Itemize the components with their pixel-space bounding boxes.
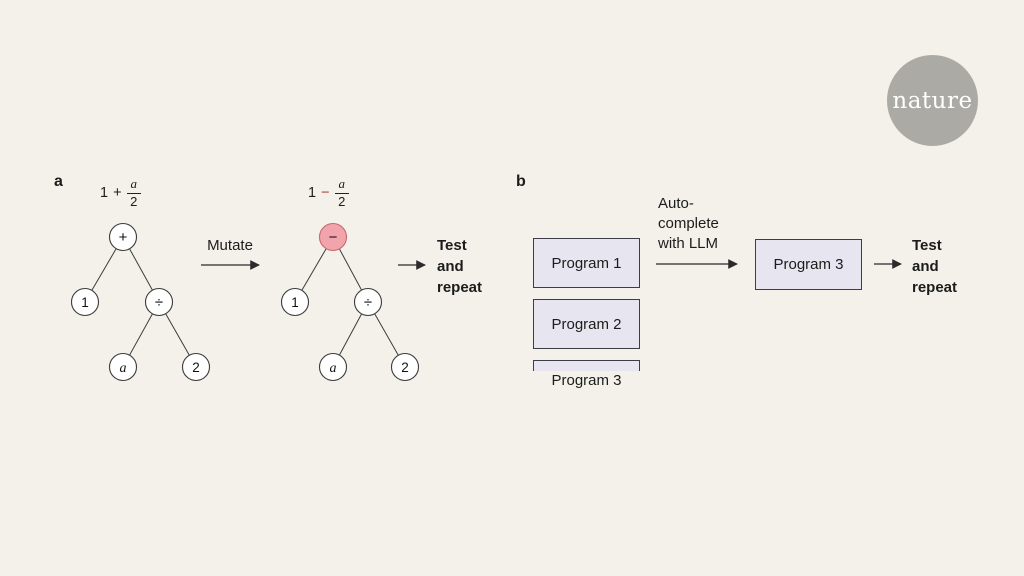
tree-node-one-label: 1 xyxy=(291,295,299,310)
test-line: repeat xyxy=(437,279,483,296)
test-line: and xyxy=(437,258,464,275)
fraction-denominator: 2 xyxy=(130,193,138,209)
tree-node-one xyxy=(70,287,100,317)
tree-node-one xyxy=(280,287,310,317)
llm-line: with LLM xyxy=(658,235,719,252)
result-program-label: Program 3 xyxy=(773,256,844,273)
fraction: a 2 xyxy=(126,176,142,210)
nature-logo-text: nature xyxy=(892,87,973,114)
test-line: repeat xyxy=(912,279,958,296)
tree-node-divide xyxy=(353,287,383,317)
tree-node-divide-label: ÷ xyxy=(364,294,372,311)
panel-a-label: a xyxy=(54,173,63,190)
formula-operator-minus: − xyxy=(321,185,330,202)
formula-operand: 1 xyxy=(100,185,109,202)
program-2-label: Program 2 xyxy=(551,315,622,333)
expression-tree-after: − 1 ÷ a 2 xyxy=(280,222,420,382)
program-1-box: Program 1 xyxy=(533,238,640,288)
tree-node-minus-highlighted xyxy=(318,222,348,252)
formula-operator: + xyxy=(113,185,122,202)
test-line: Test xyxy=(437,237,467,254)
mutate-label: Mutate xyxy=(207,237,253,254)
tree-node-a xyxy=(318,352,348,382)
tree-node-minus-label: − xyxy=(329,229,338,246)
program-3-label: Program 3 xyxy=(551,372,622,389)
tree-node-two xyxy=(390,352,420,382)
panel-b-label: b xyxy=(516,173,526,190)
fraction-numerator: a xyxy=(126,176,142,194)
tree-node-a-label: a xyxy=(120,361,127,376)
test-and-repeat-a: Test and repeat xyxy=(437,235,482,298)
nature-logo: nature xyxy=(887,55,978,146)
tree-node-two xyxy=(181,352,211,382)
formula-operand: 1 xyxy=(308,185,317,202)
tree-node-plus-label: + xyxy=(119,229,128,246)
tree-node-divide xyxy=(144,287,174,317)
fraction-denominator: 2 xyxy=(338,193,346,209)
tree-node-plus xyxy=(108,222,138,252)
program-3-box-clipped xyxy=(533,360,640,371)
fraction: a 2 xyxy=(334,176,350,210)
test-line: Test xyxy=(912,237,942,254)
program-2-box: Program 2 xyxy=(533,299,640,349)
formula-after: 1 − a 2 xyxy=(308,176,350,210)
tree-node-two-label: 2 xyxy=(401,360,409,375)
result-program-box: Program 3 xyxy=(755,239,862,290)
expression-tree-before: + 1 ÷ a 2 xyxy=(70,222,211,382)
tree-node-a-label: a xyxy=(330,361,337,376)
fraction-numerator: a xyxy=(334,176,350,194)
llm-line: complete xyxy=(658,215,719,232)
autocomplete-llm-label: Auto- complete with LLM xyxy=(658,194,719,254)
tree-node-one-label: 1 xyxy=(81,295,89,310)
tree-node-divide-label: ÷ xyxy=(155,294,163,311)
tree-node-a xyxy=(108,352,138,382)
test-line: and xyxy=(912,258,939,275)
tree-node-two-label: 2 xyxy=(192,360,200,375)
program-1-label: Program 1 xyxy=(551,254,622,272)
test-and-repeat-b: Test and repeat xyxy=(912,235,957,298)
formula-before: 1 + a 2 xyxy=(100,176,142,210)
llm-line: Auto- xyxy=(658,195,694,212)
